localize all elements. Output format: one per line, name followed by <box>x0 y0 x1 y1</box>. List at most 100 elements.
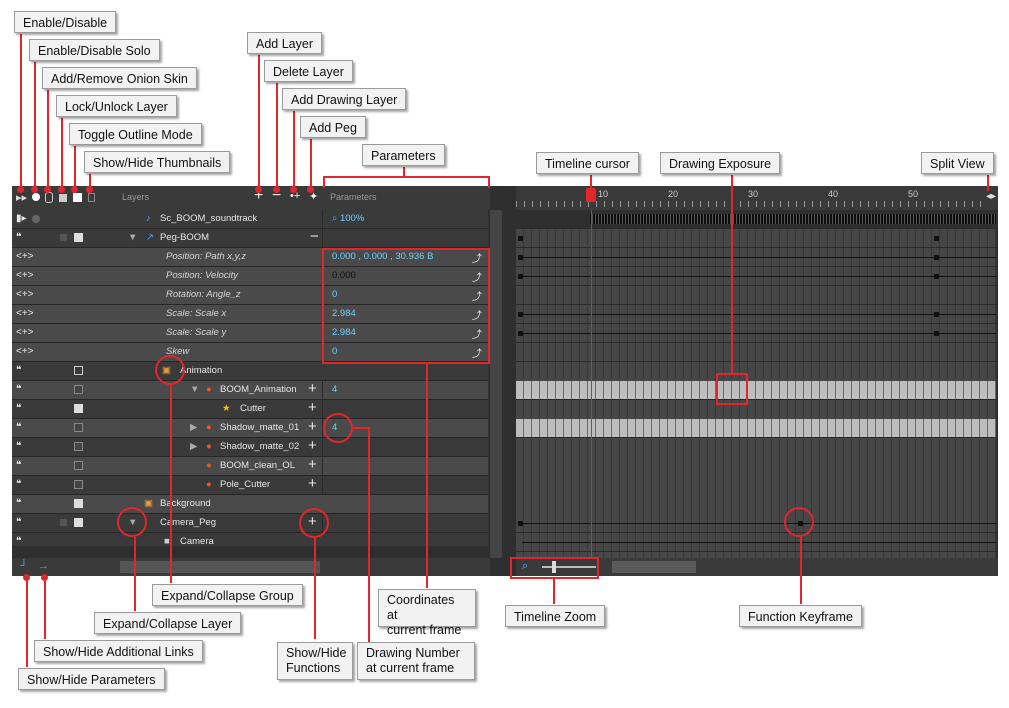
keyframe[interactable] <box>518 236 523 241</box>
layer-name[interactable]: Animation <box>180 365 223 376</box>
function-editor-icon[interactable]: ⤴ <box>472 330 482 341</box>
timeline-cursor[interactable] <box>591 210 592 558</box>
expand-arrow-icon[interactable]: ▶ <box>190 441 198 452</box>
zoom-slider-track[interactable] <box>542 566 596 568</box>
keyframe[interactable] <box>518 274 523 279</box>
layer-name[interactable]: Cutter <box>240 403 266 414</box>
enable-icon[interactable]: ❝ <box>16 232 22 243</box>
additional-links-icon[interactable]: → <box>38 560 49 572</box>
param-nav-icon[interactable]: <+> <box>16 251 34 262</box>
enable-icon[interactable]: ❝ <box>16 441 22 452</box>
layer-name[interactable]: Background <box>160 498 211 509</box>
param-value[interactable]: 0.000 , 0.000 , 30.936 B <box>332 251 434 262</box>
layers-vertical-scrollbar[interactable] <box>490 210 502 558</box>
function-editor-icon[interactable]: ⤴ <box>472 349 482 360</box>
layer-row-soundtrack[interactable]: ▮▸ ♪ Sc_BOOM_soundtrack ⌕ 100% <box>12 210 488 229</box>
param-row-rotation[interactable]: <+> Rotation: Angle_z 0 ⤴ <box>12 286 488 305</box>
layer-name[interactable]: Peg-BOOM <box>160 232 210 243</box>
outline-mode-all-icon[interactable] <box>73 193 82 202</box>
outline-toggle[interactable] <box>74 461 83 470</box>
enable-disable-all-icon[interactable]: ▸▸ <box>16 192 28 204</box>
function-editor-icon[interactable]: ⤴ <box>472 311 482 322</box>
outline-toggle[interactable] <box>74 480 83 489</box>
lock-icon[interactable] <box>60 519 67 526</box>
layer-row-shadow-matte-02[interactable]: ❝ ▶ ● Shadow_matte_02 + <box>12 437 488 457</box>
layer-row-camera-peg[interactable]: ❝ ▼ Camera_Peg + <box>12 513 488 533</box>
layer-row-peg-boom[interactable]: ❝ ▼ ↗ Peg-BOOM − <box>12 228 488 248</box>
volume-value[interactable]: 100% <box>339 213 365 224</box>
layer-name[interactable]: Sc_BOOM_soundtrack <box>160 213 258 224</box>
enable-icon[interactable]: ❝ <box>16 365 22 376</box>
exposure-row-boom-animation[interactable] <box>516 381 996 400</box>
function-editor-icon[interactable]: ⤴ <box>472 273 482 284</box>
param-value[interactable]: 0.000 <box>332 270 356 281</box>
add-layer-button[interactable]: + <box>254 187 264 204</box>
layer-row-cutter[interactable]: ❝ ★ Cutter + <box>12 399 488 419</box>
keyframe[interactable] <box>518 312 523 317</box>
param-value[interactable]: 2.984 <box>332 308 356 319</box>
param-value[interactable]: 0 <box>332 346 338 357</box>
delete-layer-button[interactable]: − <box>272 187 282 204</box>
param-nav-icon[interactable]: <+> <box>16 289 34 300</box>
layer-name[interactable]: Camera <box>180 536 214 546</box>
keyframe[interactable] <box>934 312 939 317</box>
group-icon[interactable]: ▣ <box>144 498 153 509</box>
layer-row-shadow-matte-01[interactable]: ❝ ▶ ● Shadow_matte_01 + 4 <box>12 418 488 438</box>
zoom-slider-handle[interactable] <box>552 561 556 573</box>
lock-all-icon[interactable] <box>59 194 67 202</box>
layers-horizontal-scrollbar[interactable] <box>120 561 320 573</box>
param-nav-icon[interactable]: <+> <box>16 346 34 357</box>
timeline-horizontal-scrollbar[interactable] <box>612 561 696 573</box>
layer-name[interactable]: Camera_Peg <box>160 517 216 528</box>
layer-row-camera[interactable]: ❝ ■ Camera <box>12 533 488 546</box>
layer-row-background[interactable]: ❝ ▣ Background <box>12 495 488 514</box>
layer-row-pole-cutter[interactable]: ❝ ● Pole_Cutter + <box>12 475 488 495</box>
hide-functions-button[interactable]: − <box>310 228 319 245</box>
enable-icon[interactable]: ❝ <box>16 460 22 471</box>
enable-icon[interactable]: ❝ <box>16 536 22 546</box>
param-value[interactable]: 0 <box>332 289 338 300</box>
sound-enable-icon[interactable]: ▮▸ <box>16 213 27 224</box>
outline-toggle[interactable] <box>74 385 83 394</box>
param-row-velocity[interactable]: <+> Position: Velocity 0.000 ⤴ <box>12 267 488 286</box>
outline-toggle[interactable] <box>74 442 83 451</box>
param-value[interactable]: 2.984 <box>332 327 356 338</box>
keyframe[interactable] <box>518 521 523 526</box>
param-nav-icon[interactable]: <+> <box>16 270 34 281</box>
outline-toggle[interactable] <box>74 518 83 527</box>
show-parameters-icon[interactable]: ┘ <box>20 560 28 572</box>
timeline-cells[interactable] <box>516 210 996 558</box>
outline-toggle[interactable] <box>74 366 83 375</box>
layer-name[interactable]: Shadow_matte_02 <box>220 441 300 452</box>
layer-row-boom-animation[interactable]: ❝ ▼ ● BOOM_Animation + 4 <box>12 380 488 400</box>
add-peg-button[interactable]: ✦ <box>309 191 319 203</box>
keyframe[interactable] <box>934 274 939 279</box>
split-view-handle[interactable]: ◂▸ <box>985 191 996 202</box>
onion-skin-all-icon[interactable] <box>45 192 53 203</box>
layer-name[interactable]: BOOM_clean_OL <box>220 460 295 471</box>
collapse-arrow-icon[interactable]: ▼ <box>190 384 200 395</box>
outline-toggle[interactable] <box>74 404 83 413</box>
function-editor-icon[interactable]: ⤴ <box>472 254 482 265</box>
show-functions-button[interactable]: + <box>308 437 317 454</box>
playhead-icon[interactable] <box>586 188 596 202</box>
solo-all-icon[interactable] <box>32 193 40 201</box>
function-editor-icon[interactable]: ⤴ <box>472 292 482 303</box>
outline-toggle[interactable] <box>74 233 83 242</box>
enable-icon[interactable]: ❝ <box>16 479 22 490</box>
enable-icon[interactable]: ❝ <box>16 422 22 433</box>
param-row-scale-x[interactable]: <+> Scale: Scale x 2.984 ⤴ <box>12 305 488 324</box>
keyframe[interactable] <box>518 255 523 260</box>
layer-row-boom-clean-ol[interactable]: ❝ ● BOOM_clean_OL + <box>12 456 488 476</box>
enable-icon[interactable]: ❝ <box>16 384 22 395</box>
keyframe[interactable] <box>934 331 939 336</box>
expand-arrow-icon[interactable]: ▶ <box>190 422 198 433</box>
thumbnails-toggle-icon[interactable] <box>88 193 95 202</box>
solo-icon[interactable] <box>32 215 40 223</box>
show-functions-button[interactable]: + <box>308 399 317 416</box>
show-functions-button[interactable]: + <box>308 380 317 397</box>
layer-name[interactable]: Pole_Cutter <box>220 479 271 490</box>
keyframe[interactable] <box>518 331 523 336</box>
show-functions-button[interactable]: + <box>308 456 317 473</box>
outline-toggle[interactable] <box>74 499 83 508</box>
